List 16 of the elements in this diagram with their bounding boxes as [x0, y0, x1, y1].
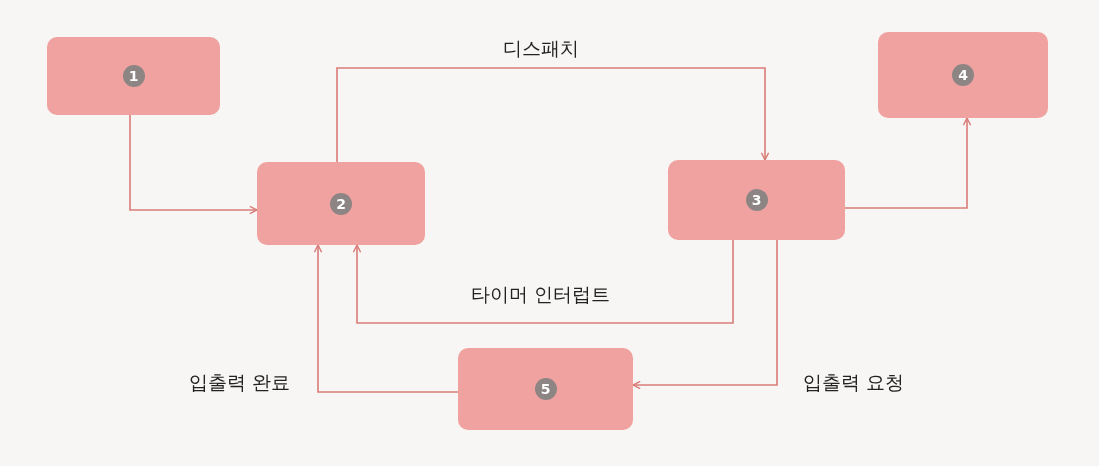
- arrow: [352, 239, 734, 324]
- step-number: 2: [330, 192, 352, 215]
- step-number: 5: [534, 378, 557, 400]
- process-box: [878, 32, 1048, 118]
- arrow: [129, 114, 258, 215]
- step-number: 4: [952, 64, 974, 86]
- arrow: [313, 244, 459, 393]
- process-box: [458, 348, 633, 430]
- process-box: [257, 162, 425, 245]
- arrow: [844, 117, 972, 209]
- arrow: [632, 239, 778, 390]
- step-number: 1: [122, 65, 145, 87]
- step-number: 3: [745, 189, 768, 211]
- process-box: [47, 37, 220, 115]
- process-box: [668, 160, 845, 240]
- arrow: [336, 67, 770, 163]
